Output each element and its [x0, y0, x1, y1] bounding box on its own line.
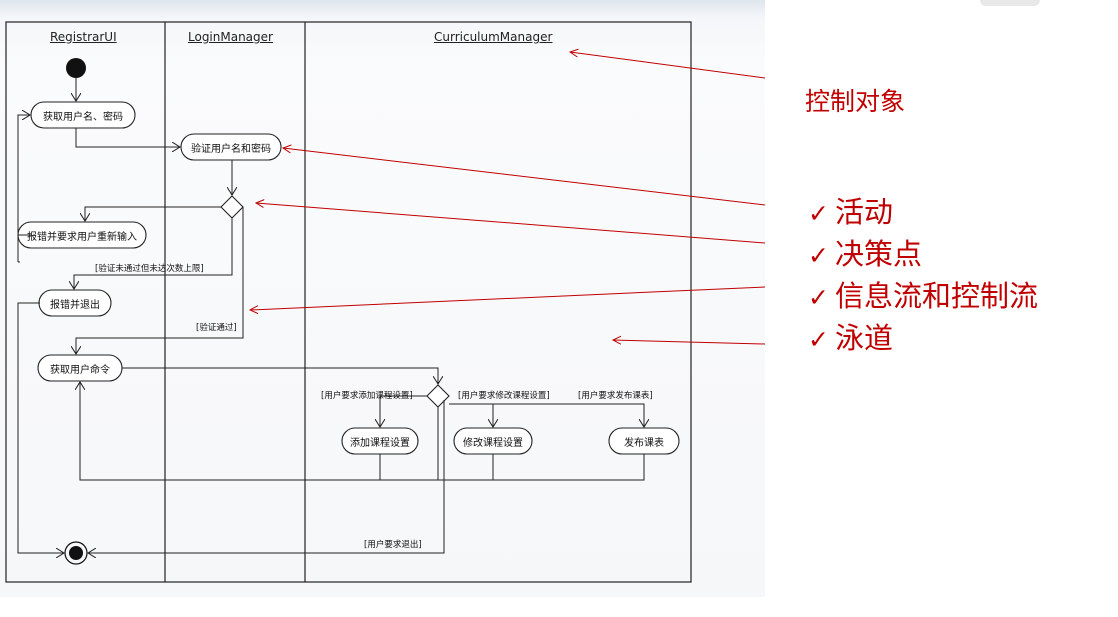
annotation-control-object: 控制对象 — [805, 87, 906, 116]
annotation-checklist: ✓活动 ✓决策点 ✓信息流和控制流 ✓泳道 — [808, 192, 1038, 360]
lane-title-login-manager: LoginManager — [188, 30, 273, 44]
label-error-retry: 报错并要求用户重新输入 — [27, 232, 137, 243]
lane-title-curriculum-manager: CurriculumManager — [434, 30, 553, 44]
label-get-credentials: 获取用户名、密码 — [43, 112, 123, 123]
guard-publish: [用户要求发布课表] — [578, 391, 653, 401]
action-get-credentials — [30, 101, 136, 129]
label-publish-schedule: 发布课表 — [624, 438, 664, 449]
checklist-item: ✓泳道 — [808, 318, 1038, 360]
check-icon: ✓ — [808, 199, 829, 228]
label-error-exit: 报错并退出 — [50, 300, 100, 311]
guard-exit: [用户要求退出] — [364, 540, 422, 550]
swimlane-border — [5, 21, 692, 583]
corner-tab — [980, 0, 1040, 6]
decision-verify — [220, 195, 244, 219]
label-verify: 验证用户名和密码 — [191, 144, 271, 155]
check-icon: ✓ — [808, 325, 829, 354]
checklist-item-label: 决策点 — [834, 237, 922, 271]
label-add-course: 添加课程设置 — [350, 438, 410, 449]
checklist-item-label: 活动 — [834, 195, 893, 229]
annotation-pointers — [250, 52, 766, 344]
label-modify-course: 修改课程设置 — [463, 438, 523, 449]
swimlane-frame — [5, 21, 692, 583]
initial-node — [66, 58, 86, 78]
checklist-item: ✓活动 — [808, 192, 1038, 234]
checklist-item: ✓信息流和控制流 — [808, 276, 1038, 318]
label-get-command: 获取用户命令 — [50, 365, 110, 376]
guard-verify-pass: [验证通过] — [196, 323, 237, 333]
lane-title-registrar-ui: RegistrarUI — [50, 30, 117, 44]
checklist-item-label: 信息流和控制流 — [834, 279, 1038, 313]
control-flows — [17, 78, 644, 553]
diagram-screenshot-background — [0, 0, 765, 597]
guard-modify: [用户要求修改课程设置] — [458, 391, 550, 401]
decision-command — [426, 384, 450, 408]
check-icon: ✓ — [808, 241, 829, 270]
guard-verify-fail-limit: [验证未通过但未达次数上限] — [95, 264, 204, 274]
final-node — [64, 541, 88, 565]
checklist-item-label: 泳道 — [834, 321, 893, 355]
checklist-item: ✓决策点 — [808, 234, 1038, 276]
guard-add: [用户要求添加课程设置] — [321, 391, 413, 401]
action-verify — [180, 133, 282, 161]
check-icon: ✓ — [808, 283, 829, 312]
